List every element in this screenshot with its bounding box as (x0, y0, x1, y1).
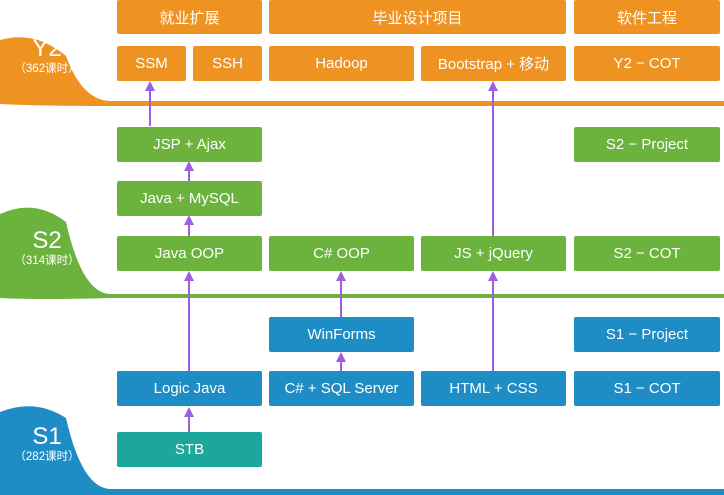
s2-stage-band (0, 207, 724, 299)
course-s1-cot: S1 − COT (574, 371, 720, 406)
course-jsp-ajax: JSP + Ajax (117, 127, 262, 162)
stage-y2-name: Y2 (32, 35, 62, 62)
stage-s1-hours: （282课时） (14, 451, 80, 463)
category-software-engineering: 软件工程 (574, 0, 720, 34)
course-s2-project: S2 − Project (574, 127, 720, 162)
stage-y2-hours: （362课时） (14, 63, 80, 75)
course-y2-cot: Y2 − COT (574, 46, 720, 81)
course-ssm: SSM (117, 46, 186, 81)
stage-s2-label: S2 （314课时） (0, 228, 94, 268)
stage-s2-hours: （314课时） (14, 255, 80, 267)
course-winforms: WinForms (269, 317, 414, 352)
course-java-mysql: Java + MySQL (117, 181, 262, 216)
stage-y2-label: Y2 （362课时） (0, 36, 94, 76)
category-graduation-project: 毕业设计项目 (269, 0, 566, 34)
course-hadoop: Hadoop (269, 46, 414, 81)
course-csharp-sql-server: C# + SQL Server (269, 371, 414, 406)
s1-stage-band (0, 406, 724, 495)
stage-s1-label: S1 （282课时） (0, 424, 94, 464)
course-s2-cot: S2 − COT (574, 236, 720, 271)
course-bootstrap-mobile: Bootstrap + 移动 (421, 46, 566, 81)
course-ssh: SSH (193, 46, 262, 81)
category-employment: 就业扩展 (117, 0, 262, 34)
stage-s2-name: S2 (32, 227, 62, 254)
course-stb: STB (117, 432, 262, 467)
course-logic-java: Logic Java (117, 371, 262, 406)
y2-stage-band (0, 37, 724, 106)
course-html-css: HTML + CSS (421, 371, 566, 406)
stage-s1-name: S1 (32, 423, 62, 450)
course-java-oop: Java OOP (117, 236, 262, 271)
course-s1-project: S1 − Project (574, 317, 720, 352)
course-js-jquery: JS + jQuery (421, 236, 566, 271)
course-csharp-oop: C# OOP (269, 236, 414, 271)
